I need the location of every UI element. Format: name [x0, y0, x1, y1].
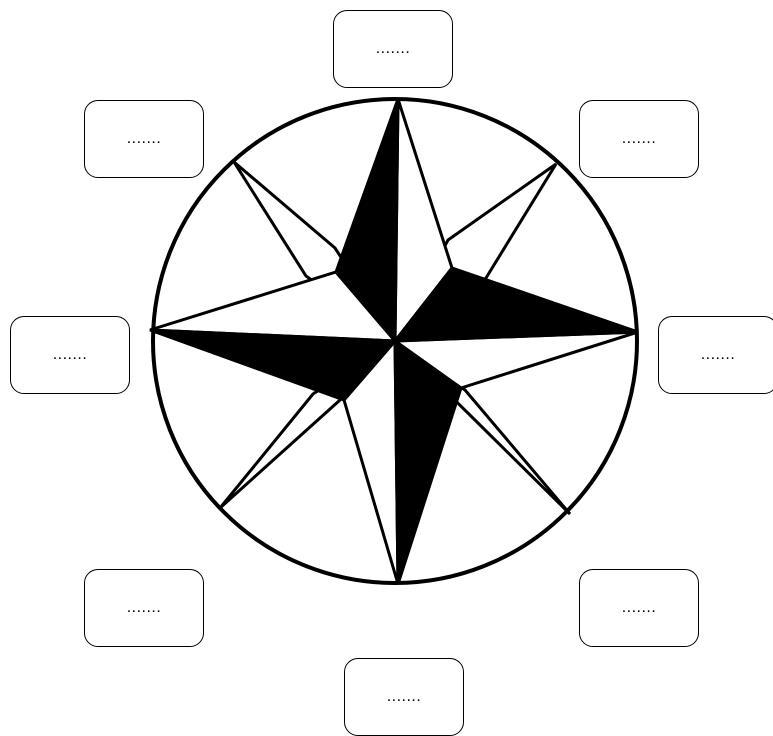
label-box-south[interactable]: ....... [344, 658, 464, 736]
label-text-northeast: ....... [622, 130, 657, 148]
label-text-west: ....... [53, 346, 88, 364]
label-box-southwest[interactable]: ....... [84, 569, 204, 647]
label-text-east: ....... [701, 346, 736, 364]
label-text-south: ....... [387, 688, 422, 706]
label-box-west[interactable]: ....... [10, 316, 130, 394]
label-text-southwest: ....... [127, 599, 162, 617]
label-box-southeast[interactable]: ....... [579, 569, 699, 647]
label-box-northeast[interactable]: ....... [579, 100, 699, 178]
label-box-east[interactable]: ....... [658, 316, 773, 394]
label-text-southeast: ....... [622, 599, 657, 617]
label-box-north[interactable]: ....... [333, 10, 453, 88]
label-box-northwest[interactable]: ....... [84, 100, 204, 178]
label-text-northwest: ....... [127, 130, 162, 148]
label-text-north: ....... [376, 40, 411, 58]
